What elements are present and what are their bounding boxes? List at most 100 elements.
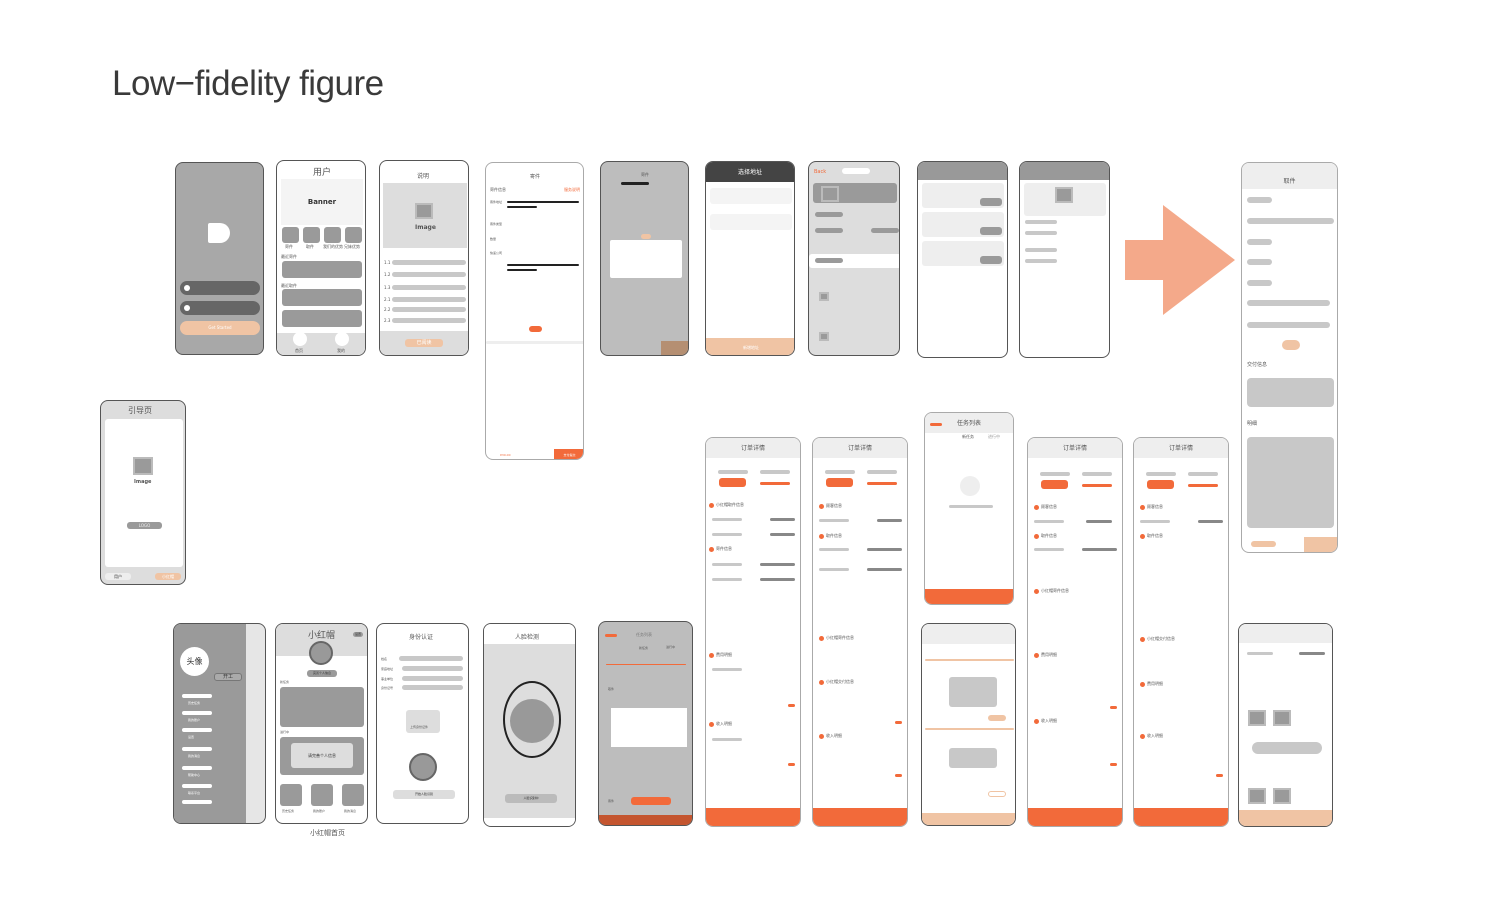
section-label: 顾客信息 <box>1147 504 1163 509</box>
image-icon <box>819 292 829 301</box>
service-link[interactable]: 服务说明 <box>564 187 580 192</box>
section-label: 取件信息 <box>1147 533 1163 538</box>
tab-in-progress[interactable]: 进行中 <box>988 434 1000 439</box>
screen-title: 身份认证 <box>409 634 434 641</box>
nav-home[interactable] <box>293 332 307 346</box>
id-number-field[interactable] <box>402 685 463 690</box>
user-button[interactable]: 用户 <box>105 573 131 580</box>
menu-item[interactable] <box>182 766 212 770</box>
screen-title: 引导页 <box>128 406 152 415</box>
tab-tile[interactable] <box>282 227 299 243</box>
back-button[interactable] <box>930 423 942 426</box>
tab-tile[interactable] <box>303 227 320 243</box>
menu-item[interactable] <box>182 694 212 698</box>
row-label: 取件 <box>608 687 615 691</box>
complete-profile-button[interactable]: 完善个人信息 <box>307 670 337 677</box>
action-button[interactable] <box>706 808 800 826</box>
section-label: 取件信息 <box>1041 533 1057 538</box>
menu-item[interactable] <box>182 711 212 715</box>
screen-order-detail-3: 订单详情 顾客信息 取件信息 小红帽寄件信息 费用明细 收入明细 <box>1027 437 1123 827</box>
recent-card[interactable] <box>282 310 362 327</box>
popup-dialog[interactable] <box>610 240 682 278</box>
tab-in-progress[interactable]: 进行中 <box>666 645 676 649</box>
image-label: Image <box>134 479 152 485</box>
screen-records <box>921 623 1016 826</box>
section-label: 交付信息 <box>1247 362 1268 368</box>
menu-item[interactable] <box>182 747 212 751</box>
screen-user: 用户 Banner 寄件 取件 我们的优势 兄妹优势 最近寄件 最近取件 首页 … <box>276 160 366 356</box>
fill-info-prompt[interactable]: 请完善个人信息 <box>291 743 353 768</box>
menu-item[interactable] <box>182 728 212 732</box>
action-button[interactable] <box>1134 808 1228 826</box>
popup-dialog[interactable] <box>611 708 687 747</box>
back-button[interactable]: Back <box>814 169 827 175</box>
nav-tile[interactable] <box>280 784 302 806</box>
section-label: 顾客信息 <box>1041 504 1057 509</box>
pay-button[interactable]: 支付提交 <box>554 449 583 459</box>
menu-item[interactable] <box>182 800 212 804</box>
action-button[interactable] <box>813 808 907 826</box>
empty-state-icon <box>960 476 980 496</box>
tab-new[interactable]: 新任务 <box>639 646 649 650</box>
address-field[interactable] <box>402 666 463 671</box>
toggle[interactable] <box>980 198 1002 206</box>
start-work-button[interactable]: 开工 <box>214 673 242 681</box>
screen-order-detail-1: 订单详情 小红帽取件信息 寄件信息 费用明细 收入明细 <box>705 437 801 827</box>
add-address-button[interactable]: 新增地址 <box>706 338 794 355</box>
field-label: 身份证号 <box>381 686 394 690</box>
nav-label: 历史任务 <box>282 809 295 813</box>
avatar[interactable]: 头像 <box>180 647 209 676</box>
back-button[interactable] <box>605 634 617 637</box>
new-task-card[interactable] <box>280 687 364 727</box>
section-label: 顾客信息 <box>826 503 842 508</box>
read-button[interactable]: 已阅读 <box>405 339 443 347</box>
face-icon <box>409 753 437 781</box>
banner[interactable]: Banner <box>281 179 363 225</box>
avatar[interactable] <box>309 641 333 665</box>
confirm-button[interactable] <box>1282 340 1300 350</box>
menu-item[interactable] <box>182 784 212 788</box>
action-button[interactable] <box>988 715 1006 721</box>
tab-new[interactable]: 新任务 <box>962 434 974 439</box>
get-started-button[interactable]: Get Started <box>180 321 260 335</box>
upload-label: 上传身份证件 <box>410 725 429 729</box>
tab-tile[interactable] <box>324 227 341 243</box>
name-field[interactable] <box>399 656 463 661</box>
header-bar <box>1020 162 1109 180</box>
toggle[interactable] <box>980 227 1002 235</box>
screen-id-verify: 身份认证 姓名 家庭地址 事业单位 身份证号 上传身份证件 开始人脸识别 <box>376 623 469 824</box>
action-button[interactable] <box>1028 808 1122 826</box>
screen-face-detect: 人脸检测 人脸识别中 <box>483 623 576 827</box>
login-option[interactable] <box>180 301 260 315</box>
screen-title: 人脸检测 <box>515 634 540 641</box>
employer-field[interactable] <box>402 676 463 681</box>
login-option[interactable] <box>180 281 260 295</box>
menu-label: 我的消息 <box>188 754 201 758</box>
start-face-button[interactable]: 开始人脸识别 <box>393 790 455 799</box>
tab-tile[interactable] <box>345 227 362 243</box>
image-icon <box>415 203 433 219</box>
nav-tile[interactable] <box>342 784 364 806</box>
screen-splash: Get Started <box>175 162 264 355</box>
recent-card[interactable] <box>282 261 362 278</box>
nav-label: 我的账户 <box>313 809 326 813</box>
upload-id-button[interactable] <box>406 710 440 733</box>
toggle[interactable] <box>980 256 1002 264</box>
screen-title: 任务列表 <box>925 413 1013 433</box>
settings-button[interactable]: 设置 <box>353 632 363 637</box>
page-title: Low−fidelity figure <box>112 64 384 103</box>
address-card[interactable] <box>710 214 792 230</box>
bottom-bar[interactable] <box>925 589 1013 604</box>
field-label: 家庭地址 <box>381 667 394 671</box>
nav-tile[interactable] <box>311 784 333 806</box>
courier-button[interactable]: 小红帽 <box>155 573 181 580</box>
accept-button[interactable] <box>631 797 671 805</box>
section-label: 小红帽取件信息 <box>716 502 744 507</box>
recent-card[interactable] <box>282 289 362 306</box>
submit-button[interactable] <box>1304 537 1337 552</box>
screen-order-detail-2: 订单详情 顾客信息 取件信息 小红帽寄件信息 小红帽交付信息 收入明细 <box>812 437 908 827</box>
screen-review: Back <box>808 161 900 356</box>
nav-mine[interactable] <box>335 332 349 346</box>
add-button[interactable] <box>529 326 542 332</box>
address-card[interactable] <box>710 188 792 204</box>
